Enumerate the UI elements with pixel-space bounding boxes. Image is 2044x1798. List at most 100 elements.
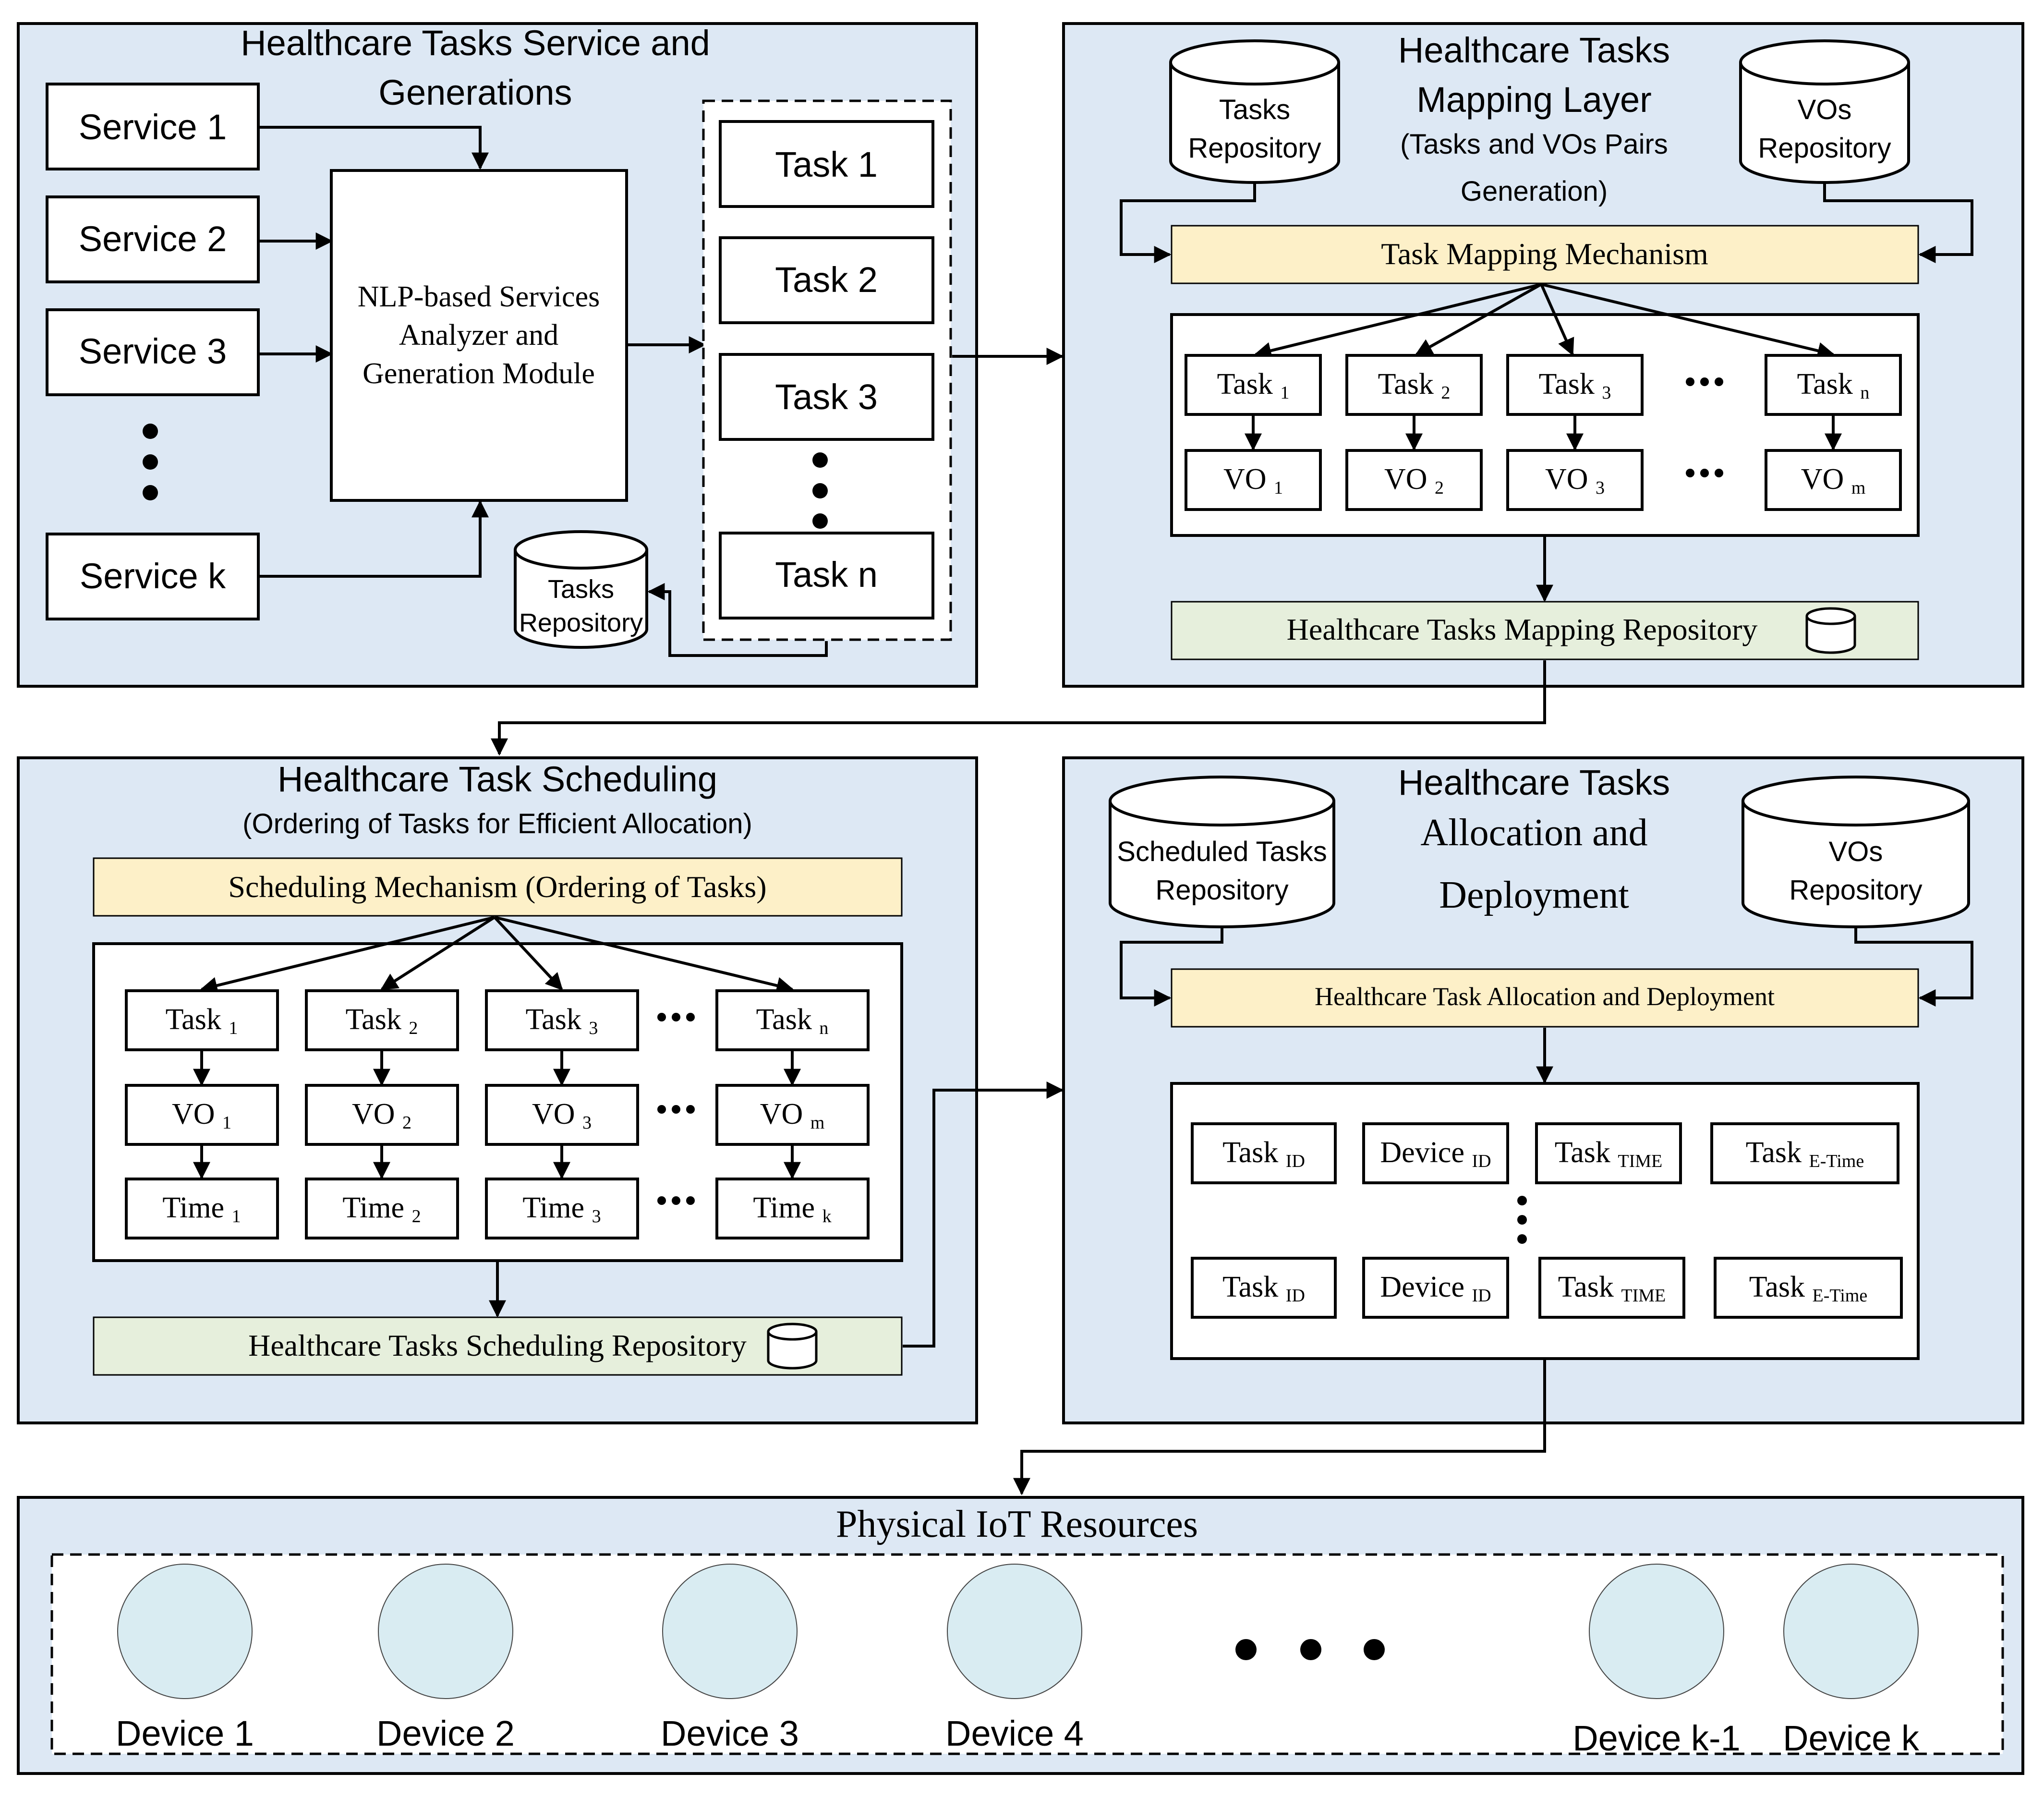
svg-text:VO 2: VO 2 bbox=[352, 1098, 411, 1133]
svg-text:VOs: VOs bbox=[1798, 94, 1852, 125]
scheduling-fan-arrows bbox=[200, 916, 794, 994]
svg-text:VO 1: VO 1 bbox=[1223, 463, 1283, 498]
schedule-time-3: Time 3 bbox=[485, 1178, 639, 1239]
mapping-vo-1: VO 1 bbox=[1185, 449, 1322, 511]
mapping-panel-subtitle-line1: (Tasks and VOs Pairs bbox=[1400, 129, 1668, 160]
mapping-tasks-repository-cylinder: Tasks Repository bbox=[1169, 39, 1340, 184]
svg-text:Device k: Device k bbox=[1783, 1718, 1920, 1758]
device-k: Device k bbox=[1783, 1564, 1920, 1758]
task-ellipsis bbox=[812, 452, 828, 529]
device-3: Device 3 bbox=[661, 1564, 799, 1753]
device-1: Device 1 bbox=[116, 1564, 254, 1753]
svg-text:Task 1: Task 1 bbox=[775, 145, 878, 184]
device-2: Device 2 bbox=[376, 1564, 515, 1753]
schedule-task-ellipsis bbox=[657, 1013, 695, 1021]
service-generation-panel: Healthcare Tasks Service and Generations… bbox=[17, 22, 978, 688]
svg-text:Service 3: Service 3 bbox=[79, 331, 227, 371]
schedule-time-2: Time 2 bbox=[305, 1178, 459, 1239]
task-to-repository-arrow bbox=[647, 583, 828, 657]
schedule-vo-1: VO 1 bbox=[125, 1084, 279, 1146]
schedule-time-k: Time k bbox=[715, 1178, 870, 1239]
svg-text:Scheduling Mechanism (Ordering: Scheduling Mechanism (Ordering of Tasks) bbox=[228, 870, 766, 904]
svg-text:Task n: Task n bbox=[1797, 368, 1870, 403]
svg-text:Device 2: Device 2 bbox=[376, 1713, 515, 1753]
allocation-panel: Healthcare Tasks Allocation and Deployme… bbox=[1062, 756, 2024, 1424]
svg-text:Generation Module: Generation Module bbox=[363, 357, 595, 390]
allocation-row-1-task-e-time: Task E-Time bbox=[1710, 1122, 1899, 1184]
svg-text:Task E-Time: Task E-Time bbox=[1746, 1136, 1864, 1171]
svg-text:Analyzer and: Analyzer and bbox=[399, 319, 558, 352]
allocation-mechanism: Healthcare Task Allocation and Deploymen… bbox=[1171, 968, 1919, 1028]
tasks-repository-cylinder: Tasks Repository bbox=[514, 530, 648, 649]
resources-panel-title: Physical IoT Resources bbox=[836, 1503, 1198, 1545]
allocation-row-1-device-id: Device ID bbox=[1362, 1122, 1509, 1184]
svg-text:Healthcare Tasks Mapping Repos: Healthcare Tasks Mapping Repository bbox=[1287, 612, 1758, 646]
svg-text:Tasks: Tasks bbox=[548, 575, 614, 604]
allocation-row-2-task-time: Task TIME bbox=[1538, 1257, 1685, 1319]
schedule-time-ellipsis bbox=[657, 1196, 695, 1205]
service-box-1: Service 1 bbox=[46, 83, 260, 170]
svg-text:Task 3: Task 3 bbox=[775, 377, 878, 417]
schedule-vo-2: VO 2 bbox=[305, 1084, 459, 1146]
svg-text:Repository: Repository bbox=[519, 608, 643, 637]
svg-text:VO m: VO m bbox=[1801, 463, 1866, 498]
svg-text:VO 3: VO 3 bbox=[1545, 463, 1605, 498]
allocation-to-resources-arrow bbox=[1013, 1360, 1546, 1495]
mapping-task-vo-arrows bbox=[1245, 416, 1842, 451]
scheduling-repository-db-icon bbox=[767, 1323, 818, 1370]
svg-text:Task TIME: Task TIME bbox=[1555, 1136, 1663, 1171]
mapping-vos-repository-cylinder: VOs Repository bbox=[1739, 39, 1910, 184]
svg-text:Device ID: Device ID bbox=[1380, 1136, 1491, 1171]
svg-text:Task ID: Task ID bbox=[1222, 1136, 1305, 1171]
svg-text:Service 2: Service 2 bbox=[79, 219, 227, 259]
svg-text:Service k: Service k bbox=[80, 556, 226, 596]
svg-text:Repository: Repository bbox=[1789, 875, 1922, 906]
allocation-row-2-task-e-time: Task E-Time bbox=[1714, 1257, 1903, 1319]
schedule-vo-ellipsis bbox=[657, 1105, 695, 1114]
device-4: Device 4 bbox=[945, 1564, 1084, 1753]
scheduling-panel-subtitle: (Ordering of Tasks for Efficient Allocat… bbox=[242, 808, 752, 839]
scheduling-to-allocation-arrow bbox=[903, 1081, 1064, 1348]
service-box-2: Service 2 bbox=[46, 195, 260, 283]
svg-text:Task ID: Task ID bbox=[1222, 1271, 1305, 1306]
service-panel-title-line2: Generations bbox=[378, 73, 572, 112]
allocation-row-2-task-id: Task ID bbox=[1191, 1257, 1337, 1319]
svg-text:Task n: Task n bbox=[775, 555, 878, 595]
allocation-repo-arrows bbox=[1120, 928, 1973, 1084]
scheduling-mechanism: Scheduling Mechanism (Ordering of Tasks) bbox=[93, 857, 903, 917]
allocation-row-2-device-id: Device ID bbox=[1362, 1257, 1509, 1319]
allocation-panel-title-line1: Healthcare Tasks bbox=[1398, 763, 1670, 802]
mapping-task-n: Task n bbox=[1765, 354, 1902, 416]
mapping-vo-ellipsis bbox=[1686, 469, 1723, 477]
svg-text:VO 3: VO 3 bbox=[532, 1098, 592, 1133]
svg-text:Service 1: Service 1 bbox=[79, 107, 227, 147]
schedule-vo-time-arrows bbox=[193, 1145, 801, 1179]
mapping-repository-db-icon bbox=[1805, 607, 1856, 654]
schedule-task-2: Task 2 bbox=[305, 989, 459, 1051]
physical-iot-resources-panel: Physical IoT Resources Device 1 Device 2… bbox=[17, 1496, 2024, 1775]
allocation-row-ellipsis bbox=[1517, 1196, 1527, 1244]
mapping-layer-panel: Healthcare Tasks Mapping Layer (Tasks an… bbox=[1062, 22, 2024, 688]
service-panel-title-line1: Healthcare Tasks Service and bbox=[241, 23, 710, 63]
svg-text:Device 1: Device 1 bbox=[116, 1713, 254, 1753]
mapping-vo-2: VO 2 bbox=[1345, 449, 1483, 511]
schedule-task-n: Task n bbox=[715, 989, 870, 1051]
mapping-panel-subtitle-line2: Generation) bbox=[1461, 176, 1608, 207]
svg-text:Task 2: Task 2 bbox=[1378, 368, 1451, 403]
allocation-panel-title-line2: Allocation and bbox=[1420, 812, 1647, 854]
svg-text:Device k-1: Device k-1 bbox=[1572, 1718, 1741, 1758]
svg-text:VO 2: VO 2 bbox=[1384, 463, 1444, 498]
svg-text:Task 2: Task 2 bbox=[346, 1003, 418, 1038]
svg-text:Device ID: Device ID bbox=[1380, 1271, 1491, 1306]
scheduling-repository-bar: Healthcare Tasks Scheduling Repository bbox=[93, 1316, 903, 1376]
schedule-time-1: Time 1 bbox=[125, 1178, 279, 1239]
task-box-2: Task 2 bbox=[719, 236, 934, 324]
schedule-vo-m: VO m bbox=[715, 1084, 870, 1146]
mapping-repository-bar: Healthcare Tasks Mapping Repository bbox=[1171, 601, 1919, 660]
allocation-row-1-task-time: Task TIME bbox=[1535, 1122, 1682, 1184]
mapping-vo-3: VO 3 bbox=[1506, 449, 1644, 511]
task-box-3: Task 3 bbox=[719, 353, 934, 441]
svg-text:Task 3: Task 3 bbox=[1539, 368, 1611, 403]
device-ellipsis bbox=[1235, 1639, 1385, 1660]
svg-text:Task 1: Task 1 bbox=[1217, 368, 1290, 403]
